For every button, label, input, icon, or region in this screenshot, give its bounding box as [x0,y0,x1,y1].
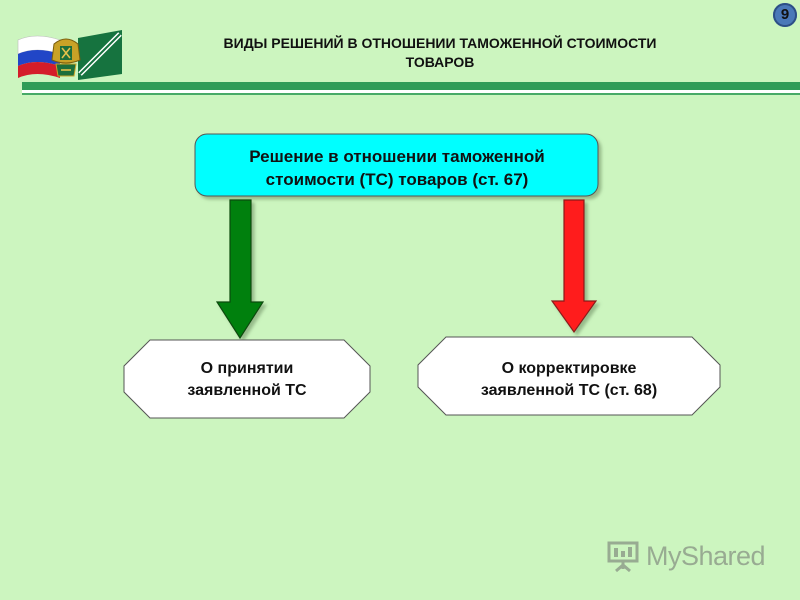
presentation-board-icon [607,541,639,573]
left-node-box [123,339,371,419]
watermark: MyShared [606,536,776,576]
left-node-line2: заявленной ТС [187,382,307,399]
root-node-line2: стоимости (ТС) товаров (ст. 67) [265,170,529,189]
header-rule-gap [22,90,800,93]
slide-title-line2: ТОВАРОВ [405,54,475,70]
root-node-line1: Решение в отношении таможенной [249,147,545,166]
left-node-label: О принятии заявленной ТС [124,358,370,402]
page-number-badge: 9 [773,3,797,27]
header-rule-thin [22,93,800,95]
russian-flag-icon [17,35,61,78]
root-node-box [194,133,599,197]
right-node-label: О корректировке заявленной ТС (ст. 68) [418,358,720,402]
arrow-to-right-node [550,199,598,334]
emblem-icon [51,38,81,77]
header-rule [22,82,800,90]
watermark-text: MyShared [646,540,766,571]
right-node-box [417,336,721,416]
arrow-to-left-node [215,199,265,340]
right-node-line2: заявленной ТС (ст. 68) [480,382,658,399]
right-node-line1: О корректировке [501,360,637,377]
slide-title: ВИДЫ РЕШЕНИЙ В ОТНОШЕНИИ ТАМОЖЕННОЙ СТОИ… [140,34,740,72]
root-node-label: Решение в отношении таможенной стоимости… [196,145,598,191]
slide-title-line1: ВИДЫ РЕШЕНИЙ В ОТНОШЕНИИ ТАМОЖЕННОЙ СТОИ… [223,35,657,51]
customs-logo [17,30,122,80]
customs-flag-icon [78,30,122,80]
left-node-line1: О принятии [200,360,294,377]
